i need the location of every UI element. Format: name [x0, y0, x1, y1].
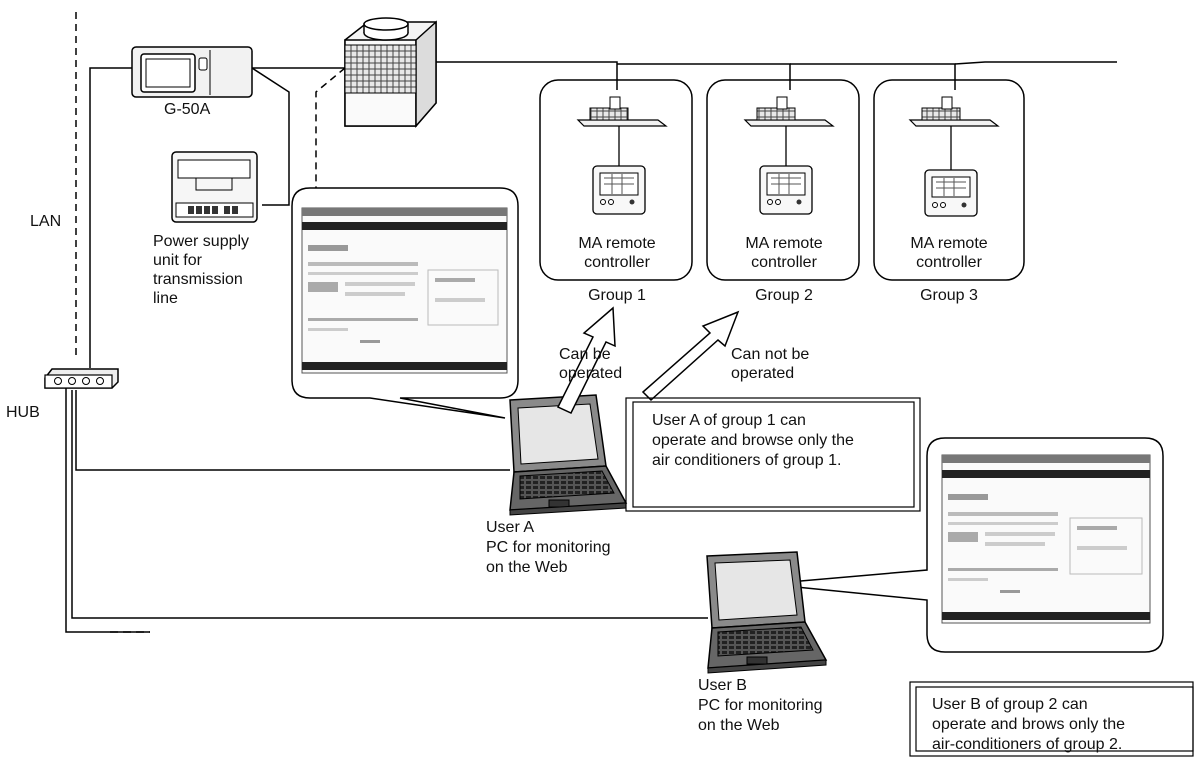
hub-label: HUB	[6, 404, 40, 421]
indoor-unit-icon	[908, 96, 1000, 127]
lan-label: LAN	[30, 213, 62, 230]
g50a-label: G-50A	[164, 101, 211, 118]
group-2-label: Group 2	[755, 287, 813, 304]
wiring	[65, 61, 1117, 633]
group-1-label: Group 1	[588, 287, 646, 304]
can-not-be-operated-arrow	[641, 310, 740, 402]
group-3-remote-label: MA remote controller	[910, 235, 988, 271]
outdoor-unit-icon	[344, 17, 437, 129]
group-1-remote-label: MA remote controller	[578, 235, 656, 271]
can-be-operated-arrow	[556, 306, 616, 414]
user-b-note: User B of group 2 can operate and brows …	[932, 696, 1126, 753]
indoor-unit-icon	[576, 96, 668, 127]
group-3-box	[873, 79, 1025, 281]
group-1-box	[539, 79, 693, 281]
can-not-be-operated-label: Can not be operated	[731, 346, 810, 382]
ma-remote-controller-icon	[592, 165, 646, 215]
user-b-web-screen-bubble	[765, 437, 1164, 653]
ma-remote-controller-icon	[924, 169, 978, 217]
g50a-controller-icon	[131, 46, 253, 98]
can-be-operated-label: Can be operated	[559, 346, 623, 382]
power-supply-label: Power supply unit for transmission line	[153, 233, 250, 307]
web-screen-thumbnail-b	[941, 454, 1151, 624]
lan-cable	[75, 12, 510, 471]
hub-icon	[44, 368, 119, 389]
user-b-label: User B PC for monitoring on the Web	[698, 677, 823, 734]
user-a-web-screen-bubble	[291, 187, 519, 419]
laptop-user-a-icon	[509, 394, 628, 516]
ma-remote-controller-icon	[759, 165, 813, 215]
power-supply-unit-icon	[171, 151, 258, 223]
group-2-box	[706, 79, 860, 281]
indoor-unit-icon	[743, 96, 835, 127]
web-screen-thumbnail-a	[301, 207, 508, 374]
laptop-user-b-icon	[706, 551, 828, 674]
group-2-remote-label: MA remote controller	[745, 235, 823, 271]
group-3-label: Group 3	[920, 287, 978, 304]
user-a-note: User A of group 1 can operate and browse…	[652, 412, 854, 469]
user-a-label: User A PC for monitoring on the Web	[486, 519, 611, 576]
